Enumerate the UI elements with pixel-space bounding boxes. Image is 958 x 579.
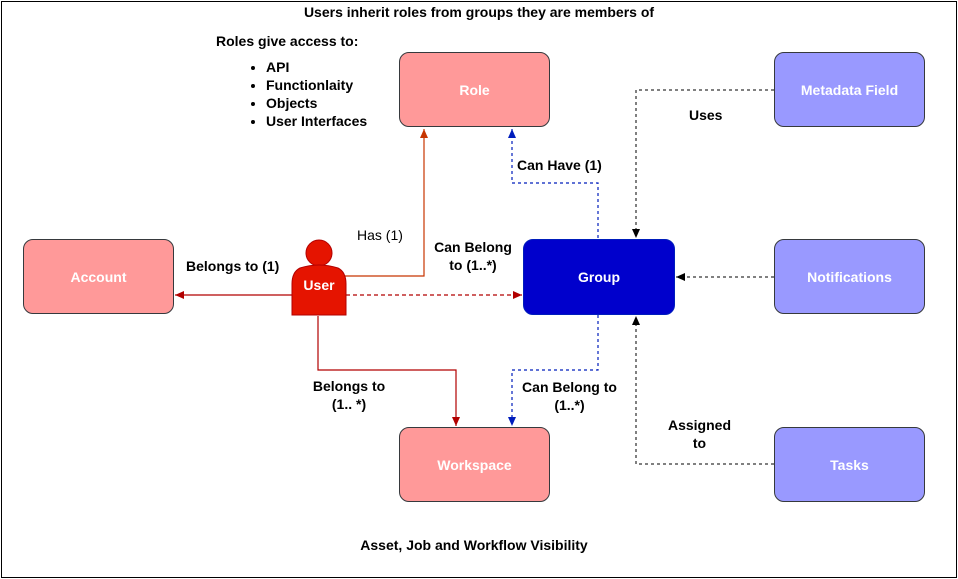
node-workspace-label: Workspace (437, 456, 512, 473)
node-account[interactable]: Account (23, 239, 174, 314)
roles-note-item: Objects (266, 94, 376, 112)
edge-label-user-account: Belongs to (1) (186, 258, 280, 274)
node-role[interactable]: Role (399, 52, 550, 127)
node-notifications-label: Notifications (807, 268, 892, 285)
diagram-footer: Asset, Job and Workflow Visibility (360, 537, 588, 553)
node-tasks-label: Tasks (830, 456, 869, 473)
diagram-title: Users inherit roles from groups they are… (303, 4, 655, 20)
edge-label-user-workspace: Belongs to (1.. *) (312, 378, 386, 412)
node-account-label: Account (70, 268, 127, 285)
edge-label-tasks-group: Assigned to (667, 417, 731, 451)
node-workspace[interactable]: Workspace (399, 427, 550, 502)
edge-label-user-role: Has (1) (357, 227, 403, 243)
roles-note-item: User Interfaces (266, 112, 376, 130)
edge-metadata-group (632, 89, 774, 238)
roles-note-item: Functionlaity (266, 76, 376, 94)
edge-group-role (508, 129, 599, 238)
node-role-label: Role (459, 81, 490, 98)
edge-user-role (342, 129, 428, 277)
roles-note: Roles give access to: API Functionlaity … (216, 32, 376, 130)
roles-note-heading: Roles give access to: (216, 33, 359, 49)
person-icon[interactable] (290, 238, 348, 316)
edge-label-group-workspace: Can Belong to (1..*) (522, 379, 617, 413)
roles-note-item: API (266, 58, 376, 76)
edge-label-metadata-group: Uses (689, 107, 723, 123)
node-tasks[interactable]: Tasks (774, 427, 925, 502)
edge-user-workspace (317, 316, 460, 426)
node-notifications[interactable]: Notifications (774, 239, 925, 314)
node-group[interactable]: Group (523, 239, 675, 315)
edge-group-workspace (508, 315, 599, 426)
node-metadata-field-label: Metadata Field (800, 81, 899, 98)
edge-label-user-group: Can Belong to (1..*) (434, 239, 512, 273)
node-user-label: User (303, 277, 335, 293)
edge-label-group-role: Can Have (1) (517, 157, 602, 173)
edge-tasks-group (632, 316, 774, 465)
node-metadata-field[interactable]: Metadata Field (774, 52, 925, 127)
roles-note-list: API Functionlaity Objects User Interface… (216, 58, 376, 130)
node-group-label: Group (578, 269, 620, 285)
